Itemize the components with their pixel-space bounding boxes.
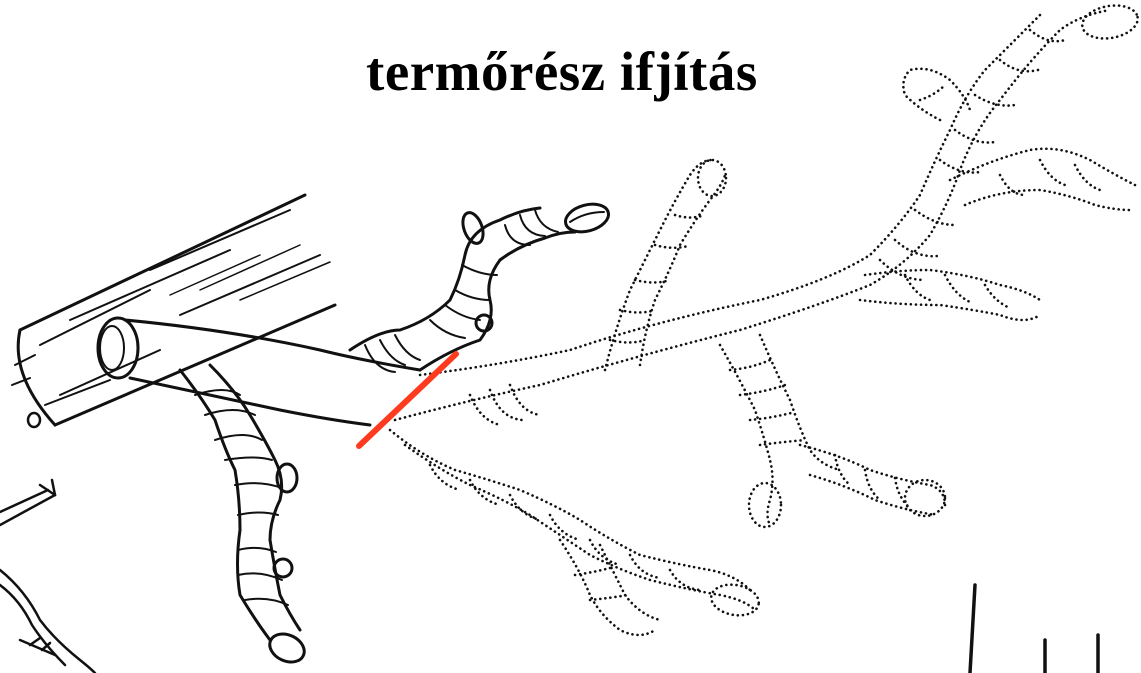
lower-right-marks (970, 585, 1098, 673)
kept-fruiting-branch (98, 200, 612, 668)
main-limb (12, 195, 335, 427)
lower-left-twig (0, 480, 95, 673)
page-title: termőrész ifjítás (366, 44, 758, 99)
